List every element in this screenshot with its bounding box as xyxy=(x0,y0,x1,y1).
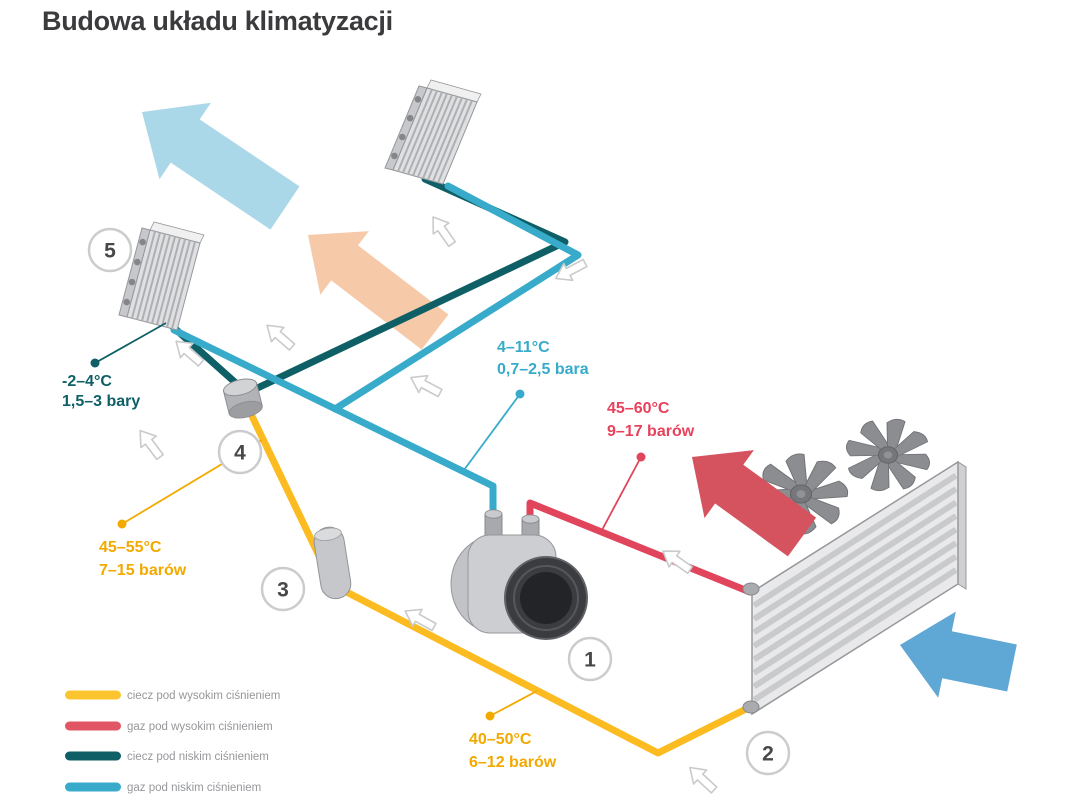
callout-pressure: 9–17 barów xyxy=(607,423,695,440)
badge-dryer: 3 xyxy=(260,566,306,612)
condenser-fan-right xyxy=(846,418,930,492)
callout-pressure: 1,5–3 bary xyxy=(62,393,140,410)
badge-number: 4 xyxy=(234,442,246,465)
page-title: Budowa układu klimatyzacji xyxy=(42,6,393,36)
callout-pressure: 6–12 barów xyxy=(469,754,557,771)
callout-condenser-out: 40–50°C 6–12 barów xyxy=(469,690,557,771)
flow-direction-arrow-icon xyxy=(260,317,300,355)
callout-temp: 45–60°C xyxy=(607,400,670,417)
badge-evaporator: 5 xyxy=(87,227,133,273)
badge-number: 5 xyxy=(104,240,116,263)
flow-direction-arrow-icon xyxy=(131,424,169,464)
badge-number: 3 xyxy=(277,579,289,602)
callout-dot xyxy=(90,358,100,368)
condenser-outlet-port xyxy=(742,700,760,714)
legend-item-gas-low: gaz pod niskim ciśnieniem xyxy=(65,782,261,794)
compressor xyxy=(450,509,588,640)
flow-direction-arrow-icon xyxy=(405,368,446,403)
intake-air-arrow-icon xyxy=(900,611,1017,698)
condenser-radiator xyxy=(751,460,967,716)
callout-dot xyxy=(485,711,495,721)
legend-swatch xyxy=(65,782,121,792)
legend: ciecz pod wysokim ciśnieniem gaz pod wys… xyxy=(65,690,280,794)
legend-swatch xyxy=(65,721,121,731)
callout-pressure: 7–15 barów xyxy=(99,562,187,579)
legend-swatch xyxy=(65,751,121,761)
callout-temp: 4–11°C xyxy=(497,339,550,356)
callout-pressure: 0,7–2,5 bara xyxy=(497,361,589,378)
condenser-inlet-port xyxy=(742,582,760,596)
legend-label: gaz pod wysokim ciśnieniem xyxy=(127,721,273,733)
legend-label: ciecz pod wysokim ciśnieniem xyxy=(127,690,280,702)
legend-item-liquid-low: ciecz pod niskim ciśnieniem xyxy=(65,751,269,763)
badge-compressor: 1 xyxy=(567,636,613,682)
evaporator-coil-top xyxy=(384,79,482,185)
badge-expansion-valve: 4 xyxy=(217,429,263,475)
evaporator-coil-left xyxy=(118,221,205,331)
callout-temp: 40–50°C xyxy=(469,731,532,748)
pipe-gas-low-suction xyxy=(170,326,497,522)
flow-direction-arrow-icon xyxy=(682,759,722,798)
expansion-valve xyxy=(222,378,263,419)
receiver-dryer xyxy=(313,526,352,600)
callout-dot xyxy=(117,519,127,529)
callout-dot xyxy=(515,389,525,399)
legend-item-liquid-high: ciecz pod wysokim ciśnieniem xyxy=(65,690,280,702)
warm-air-arrow-icon xyxy=(308,231,449,350)
callout-evaporator-out: -2–4°C 1,5–3 bary xyxy=(62,322,167,410)
legend-swatch xyxy=(65,690,121,700)
callout-temp: -2–4°C xyxy=(62,373,112,390)
callout-discharge-line: 45–60°C 9–17 barów xyxy=(601,400,695,531)
radiator-tubes xyxy=(752,472,958,703)
hot-air-arrow-icon xyxy=(692,450,817,557)
legend-label: ciecz pod niskim ciśnieniem xyxy=(127,751,269,763)
callout-dot xyxy=(636,452,646,462)
badge-condenser: 2 xyxy=(745,730,791,776)
cold-air-arrow-icon xyxy=(142,102,300,230)
badge-number: 1 xyxy=(584,649,596,672)
callout-temp: 45–55°C xyxy=(99,539,162,556)
legend-item-gas-high: gaz pod wysokim ciśnieniem xyxy=(65,721,273,733)
flow-direction-arrow-icon xyxy=(424,210,461,251)
callout-suction-line: 4–11°C 0,7–2,5 bara xyxy=(463,339,589,471)
badge-number: 2 xyxy=(762,743,774,766)
pipe-liquid-high xyxy=(246,408,754,757)
pipe-gas-low-top xyxy=(331,182,582,413)
legend-label: gaz pod niskim ciśnieniem xyxy=(127,782,261,794)
